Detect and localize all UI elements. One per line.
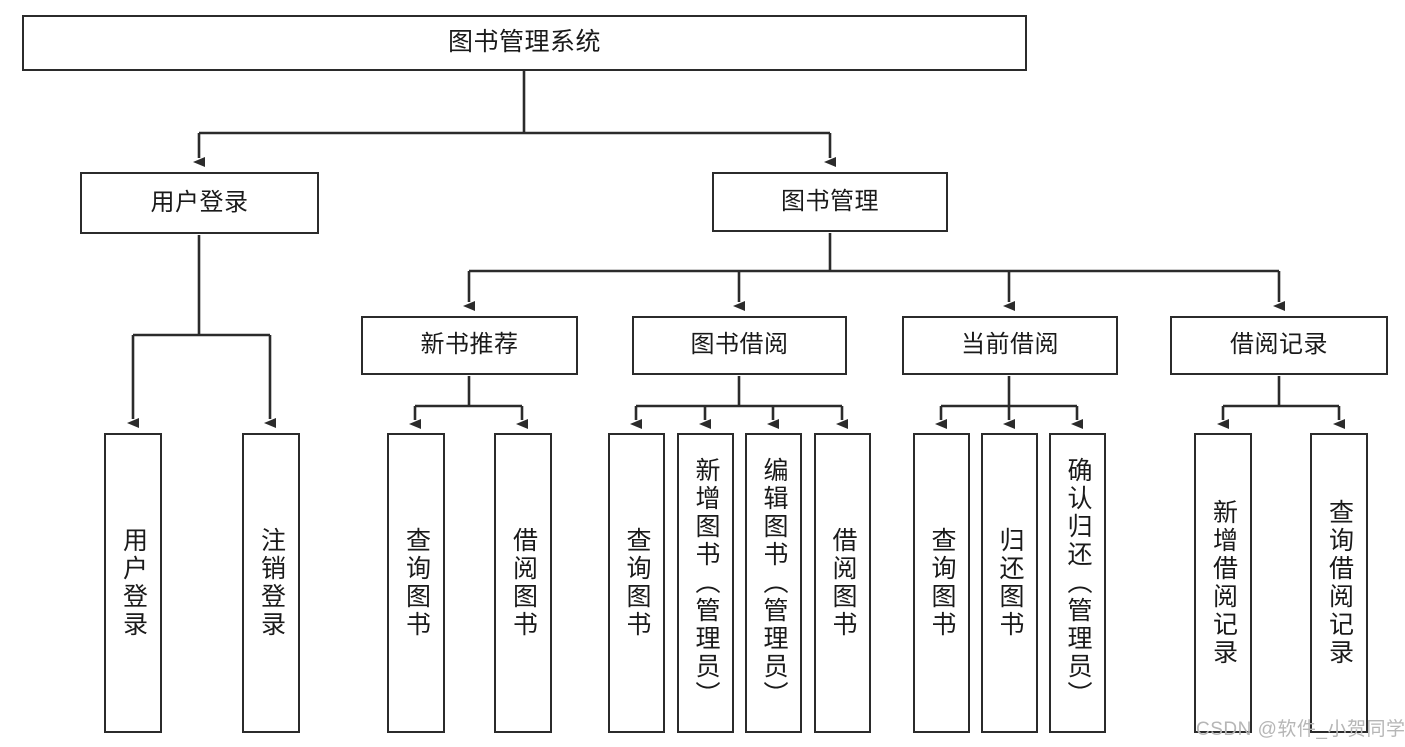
node-book-manage[interactable]: 图书管理 <box>712 172 948 232</box>
node-leaf-edit-book-label: 编辑图书（管理员） <box>760 457 788 709</box>
node-root[interactable]: 图书管理系统 <box>22 15 1027 71</box>
node-root-label: 图书管理系统 <box>447 28 601 57</box>
node-leaf-add-record[interactable]: 新增借阅记录 <box>1194 433 1252 733</box>
node-leaf-logout-label: 注销登录 <box>257 527 286 639</box>
node-borrow-record-label: 借阅记录 <box>1230 331 1328 359</box>
node-leaf-return-book-label: 归还图书 <box>996 527 1024 639</box>
node-book-manage-label: 图书管理 <box>781 187 879 215</box>
node-leaf-query-book-1-label: 查询图书 <box>402 527 431 639</box>
node-leaf-edit-book[interactable]: 编辑图书（管理员） <box>745 433 802 733</box>
node-leaf-query-book-2[interactable]: 查询图书 <box>608 433 665 733</box>
node-book-borrow[interactable]: 图书借阅 <box>632 316 847 375</box>
node-current-borrow-label: 当前借阅 <box>961 331 1059 359</box>
node-leaf-borrow-book-1[interactable]: 借阅图书 <box>494 433 552 733</box>
node-leaf-user-login[interactable]: 用户登录 <box>104 433 162 733</box>
node-leaf-query-record-label: 查询借阅记录 <box>1325 499 1354 667</box>
node-leaf-return-book[interactable]: 归还图书 <box>981 433 1038 733</box>
node-leaf-borrow-book-2[interactable]: 借阅图书 <box>814 433 871 733</box>
node-current-borrow[interactable]: 当前借阅 <box>902 316 1118 375</box>
node-leaf-borrow-book-2-label: 借阅图书 <box>829 527 857 639</box>
node-book-borrow-label: 图书借阅 <box>690 331 789 359</box>
node-borrow-record[interactable]: 借阅记录 <box>1170 316 1388 375</box>
node-leaf-query-book-3[interactable]: 查询图书 <box>913 433 970 733</box>
node-leaf-query-record[interactable]: 查询借阅记录 <box>1310 433 1368 733</box>
node-leaf-logout[interactable]: 注销登录 <box>242 433 300 733</box>
watermark-text: CSDN @软件_小贺同学 <box>1196 719 1405 740</box>
node-leaf-query-book-2-label: 查询图书 <box>623 527 651 639</box>
node-leaf-user-login-label: 用户登录 <box>119 527 148 639</box>
node-leaf-add-record-label: 新增借阅记录 <box>1209 499 1238 667</box>
node-leaf-add-book[interactable]: 新增图书（管理员） <box>677 433 734 733</box>
node-new-book-rec[interactable]: 新书推荐 <box>361 316 578 375</box>
node-leaf-query-book-3-label: 查询图书 <box>928 527 956 639</box>
node-user-login-label: 用户登录 <box>150 188 249 216</box>
node-leaf-confirm-return-label: 确认归还（管理员） <box>1064 457 1092 709</box>
node-leaf-confirm-return[interactable]: 确认归还（管理员） <box>1049 433 1106 733</box>
node-leaf-query-book-1[interactable]: 查询图书 <box>387 433 445 733</box>
node-leaf-add-book-label: 新增图书（管理员） <box>692 457 720 709</box>
node-user-login[interactable]: 用户登录 <box>80 172 319 234</box>
node-leaf-borrow-book-1-label: 借阅图书 <box>509 527 538 639</box>
node-new-book-rec-label: 新书推荐 <box>420 331 519 359</box>
